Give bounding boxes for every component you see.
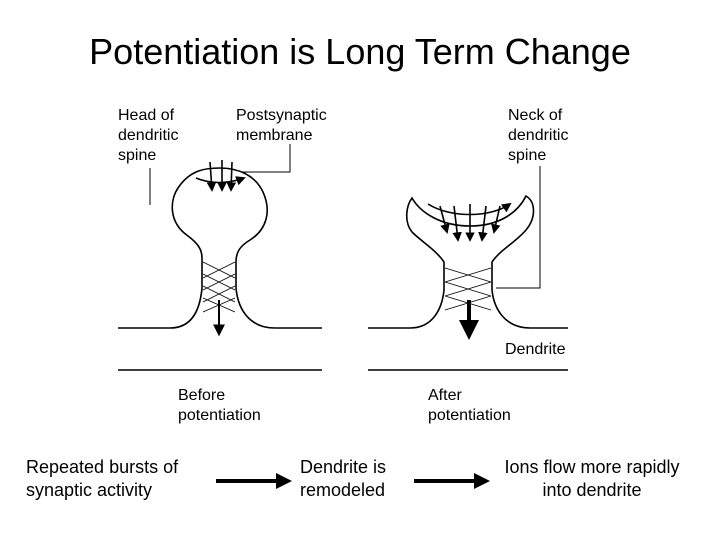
label-neck-of-spine: Neck of dendritic spine xyxy=(508,107,569,164)
before-ion-arrow xyxy=(226,161,237,192)
after-postsynaptic-arc xyxy=(427,202,512,216)
before-postsynaptic-arc xyxy=(195,176,246,186)
label-after-potentiation: After potentiation xyxy=(428,387,511,424)
flow-step-remodeled: Dendrite is remodeled xyxy=(300,457,387,500)
before-ion-arrow xyxy=(206,161,217,192)
before-spine-outline xyxy=(118,167,322,329)
flow-step-ions: Ions flow more rapidly into dendrite xyxy=(504,457,680,500)
after-ion-arrow xyxy=(478,205,488,242)
after-spine xyxy=(368,166,568,371)
after-ion-arrow xyxy=(452,205,462,242)
flow-arrow-2 xyxy=(414,473,490,489)
flow-step-bursts: Repeated bursts of synaptic activity xyxy=(26,457,179,500)
label-dendrite: Dendrite xyxy=(505,341,566,358)
label-postsynaptic-membrane: Postsynaptic membrane xyxy=(236,107,327,144)
membrane-leader-line xyxy=(242,144,291,173)
flow-arrow-1 xyxy=(216,473,292,489)
after-neck-hatching xyxy=(444,267,492,311)
before-spine xyxy=(118,144,322,371)
label-before-potentiation: Before potentiation xyxy=(178,387,261,424)
neck-leader-line xyxy=(496,166,541,289)
label-head-of-spine: Head of dendritic spine xyxy=(118,107,179,164)
slide-title: Potentiation is Long Term Change xyxy=(89,31,631,72)
